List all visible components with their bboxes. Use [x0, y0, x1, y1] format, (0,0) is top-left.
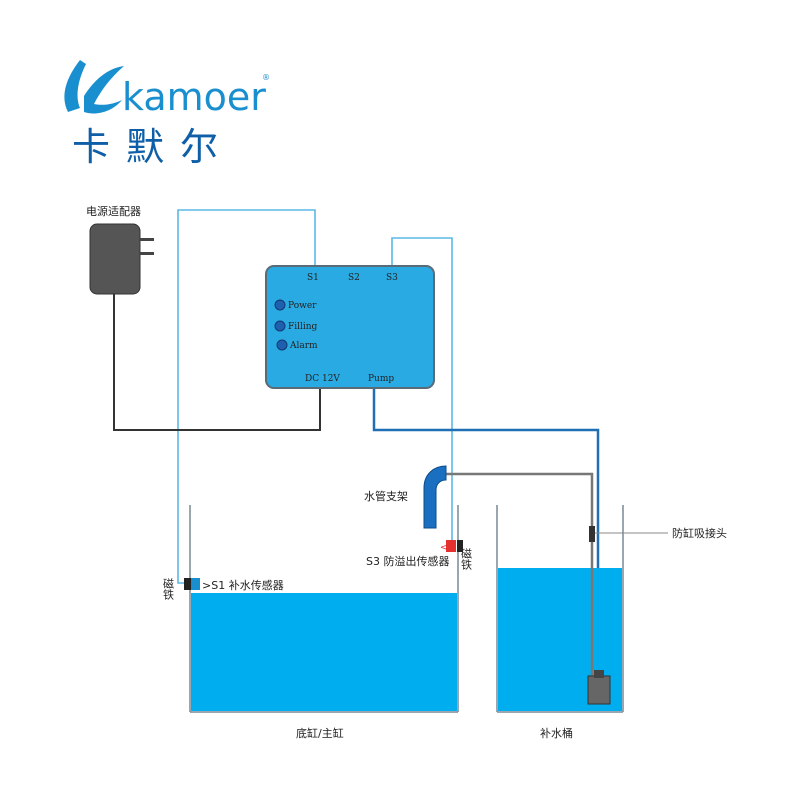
filling-indicator-light [274, 320, 286, 332]
indicator-label-power: Power [288, 301, 317, 311]
port-label-s2: S2 [348, 273, 360, 283]
logo-chinese-name: 卡默尔 [72, 125, 234, 169]
pipe-holder-label: 水管支架 [364, 489, 408, 503]
dc-port-label: DC 12V [305, 374, 340, 384]
s1-refill-sensor: >S1 补水传感器 磁铁 [162, 578, 284, 600]
pump-port-label: Pump [368, 374, 394, 384]
pipe-holder: 水管支架 [364, 465, 447, 529]
s3-sensor-label: S3 防溢出传感器 [366, 554, 449, 568]
power-adapter-prong-top [140, 238, 154, 241]
power-adapter-prong-bottom [140, 252, 154, 255]
main-tank: 底缸/主缸 [189, 505, 459, 740]
logo-wordmark: kamoer [122, 75, 266, 119]
port-label-s1: S1 [307, 273, 319, 283]
main-tank-label: 底缸/主缸 [296, 726, 344, 740]
controller-box: S1 S2 S3 Power Filling Alarm DC 12V Pump [265, 265, 435, 389]
s3-overflow-sensor: < S3 防溢出传感器 磁铁 [366, 540, 473, 570]
alarm-indicator-light [276, 339, 288, 351]
power-adapter: 电源适配器 [86, 204, 154, 295]
s1-magnet-label: 磁铁 [162, 578, 175, 600]
s1-sensor-magnet [184, 578, 191, 590]
indicator-label-filling: Filling [288, 322, 318, 332]
refill-bucket-label: 补水桶 [540, 726, 573, 740]
refill-bucket: 补水桶 [496, 505, 624, 740]
controller-body [265, 265, 435, 389]
logo-k-mark [64, 60, 124, 114]
power-indicator-light [274, 299, 286, 311]
indicator-label-alarm: Alarm [289, 341, 318, 351]
kamoer-logo: kamoer ® 卡默尔 [64, 60, 270, 169]
port-label-s3: S3 [386, 273, 398, 283]
s1-sensor-label: >S1 补水传感器 [202, 579, 284, 592]
submersible-pump [587, 675, 611, 705]
s3-magnet-label: 磁铁 [460, 548, 473, 570]
logo-registered-mark: ® [262, 73, 270, 82]
power-adapter-body [89, 223, 141, 295]
anti-siphon-connector [589, 526, 595, 542]
power-cable [113, 292, 321, 431]
anti-siphon-label: 防缸吸接头 [672, 526, 727, 540]
main-tank-water [191, 593, 457, 711]
pipe-holder-bracket [423, 465, 447, 529]
power-adapter-label: 电源适配器 [86, 204, 141, 218]
s1-sensor-float [191, 578, 200, 590]
water-pipe [442, 472, 594, 680]
s3-sensor-wire [391, 237, 453, 545]
pump-cable [372, 388, 600, 680]
s3-sensor-marker: < [440, 543, 448, 553]
s3-sensor-float [446, 540, 456, 552]
submersible-pump-head [594, 670, 604, 678]
s1-sensor-wire [177, 209, 316, 584]
s3-sensor-magnet [457, 540, 463, 552]
